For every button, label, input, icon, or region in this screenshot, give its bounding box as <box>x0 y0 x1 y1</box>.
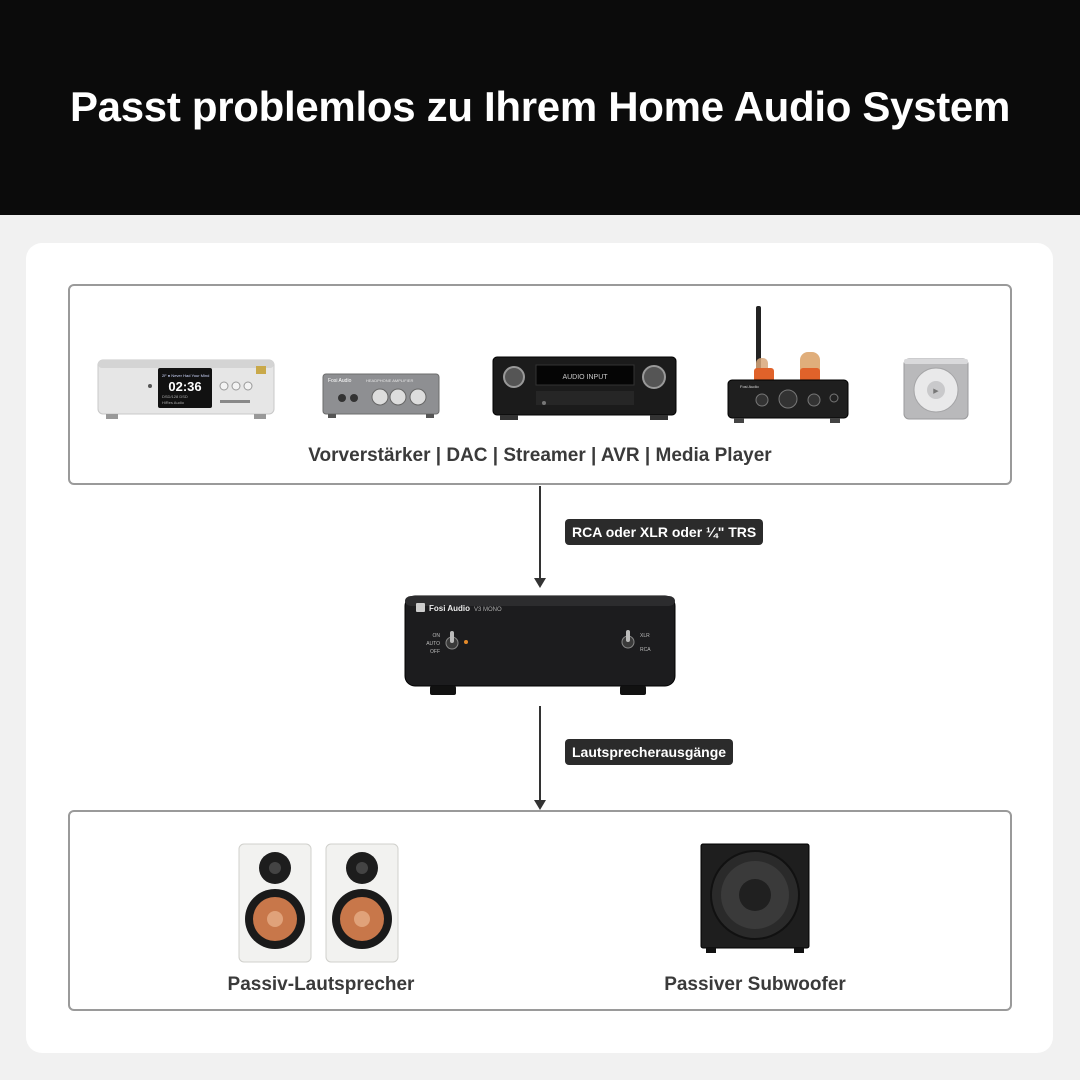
output-connection-line <box>539 706 541 800</box>
speakers-caption: Passiv-Lautsprecher <box>227 974 415 995</box>
svg-text:AUDIO INPUT: AUDIO INPUT <box>562 374 608 381</box>
svg-text:HEADPHONE AMPLIFIER: HEADPHONE AMPLIFIER <box>366 378 413 383</box>
page-title: Passt problemlos zu Ihrem Home Audio Sys… <box>69 82 1011 130</box>
amplifier-device: Fosi Audio V3 MONO ON AUTO OFF XLR RCA <box>404 595 676 695</box>
input-arrow-head <box>534 578 546 588</box>
outputs-box <box>68 810 1012 1011</box>
svg-text:DSD/128 DSD: DSD/128 DSD <box>162 394 188 399</box>
passive-speaker-left <box>238 843 312 963</box>
svg-text:HiRes Audio: HiRes Audio <box>162 400 185 405</box>
svg-text:2F ● Never Had Your Mind: 2F ● Never Had Your Mind <box>162 373 209 378</box>
output-connection-label: Lautsprecherausgänge <box>565 739 734 765</box>
dac-streamer-device: 2F ● Never Had Your Mind 02:36 DSD/128 D… <box>97 359 275 419</box>
input-connection-label: RCA oder XLR oder ¼" TRS <box>565 519 764 545</box>
preamp-device: Fosi Audio HEADPHONE AMPLIFIER <box>322 373 440 418</box>
sources-caption: Vorverstärker | DAC | Streamer | AVR | M… <box>308 445 772 466</box>
svg-text:AUTO: AUTO <box>426 641 440 647</box>
svg-text:Fosi Audio: Fosi Audio <box>429 604 470 613</box>
svg-text:Fosi Audio: Fosi Audio <box>740 384 759 389</box>
output-arrow-head <box>534 800 546 810</box>
title-banner: Passt problemlos zu Ihrem Home Audio Sys… <box>0 0 1080 215</box>
input-connection-line <box>539 486 541 578</box>
passive-speaker-right <box>325 843 399 963</box>
svg-text:02:36: 02:36 <box>168 379 201 394</box>
svg-text:RCA: RCA <box>640 647 651 653</box>
subwoofer-caption: Passiver Subwoofer <box>664 974 846 995</box>
svg-text:XLR: XLR <box>640 633 650 639</box>
media-player-device: ▶︎ <box>903 358 969 420</box>
passive-subwoofer <box>700 843 810 953</box>
svg-text:▶︎: ▶︎ <box>933 388 939 395</box>
svg-text:ON: ON <box>433 633 441 639</box>
tube-preamp-device: Fosi Audio <box>727 306 849 423</box>
svg-text:V3 MONO: V3 MONO <box>474 607 502 613</box>
avr-device: AUDIO INPUT <box>492 356 677 420</box>
svg-text:OFF: OFF <box>430 649 440 655</box>
svg-text:Fosi Audio: Fosi Audio <box>328 378 352 384</box>
